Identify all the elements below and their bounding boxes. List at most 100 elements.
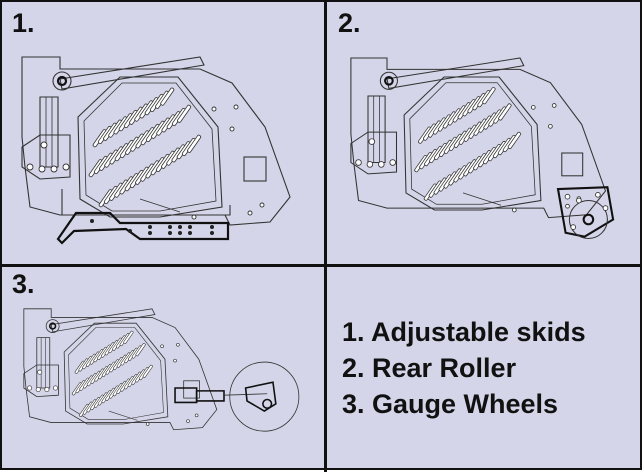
hitch-plate [350,131,398,175]
vent-slot [123,330,134,344]
top-link-arm [386,57,525,89]
skid-bolt [188,231,192,235]
legend-item-roller: 2. Rear Roller [342,353,517,383]
inner-panel [63,322,169,425]
hitch-plate [23,364,59,398]
hitch-plate [21,134,71,180]
inner-panel-inset [83,82,217,212]
roller-axle [582,213,595,226]
top-link-arm [50,308,156,333]
skid-bolt [210,225,214,229]
hitch-hole [62,163,70,171]
vent-slot [160,87,175,106]
headstock-post [36,337,51,389]
skid-bolt [178,225,182,229]
housing-outline [23,308,218,431]
skid-bolt [90,219,94,223]
panel-2-label: 2. [338,8,361,38]
housing-outline [21,56,291,226]
bolt-hole [176,343,180,347]
bolt-hole [233,104,239,110]
headstock-post [367,95,386,164]
horizontal-divider [2,264,642,267]
bolt-hole [530,105,536,110]
top-link-arm [59,56,205,90]
headstock-detail [40,337,46,388]
slot-line [108,410,138,421]
roller-bracket [556,186,615,238]
hitch-hole [44,386,50,392]
vertical-divider [324,2,327,472]
skid-bolt [148,225,152,229]
slot-line [139,198,181,213]
mower-body [23,308,300,432]
mower-body [21,56,291,245]
bolt-hole [247,210,253,216]
bolt-hole [194,413,199,418]
inner-panel-inset [409,82,536,205]
hitch-hole [50,165,58,173]
headstock-detail [373,96,380,163]
skid-bolt [148,231,152,235]
vent-slot [142,364,153,378]
hitch-hole [26,163,34,171]
bolt-hole [229,126,235,132]
access-window [243,156,267,182]
hitch-hole [35,386,41,392]
pivot-inner [384,75,394,86]
pivot-inner [56,75,68,87]
vent-slot [187,134,202,153]
bracket-hole [595,191,601,198]
vent-slot [482,87,496,105]
bolt-hole [145,422,150,426]
housing-outline [350,57,607,219]
vent-slot [177,104,192,123]
bolt-hole [565,203,570,209]
wheel-arm-socket [195,390,225,402]
hitch-hole [27,385,33,391]
bolt-hole [511,207,517,213]
skid-bolt [210,231,214,235]
bolt-hole [548,124,553,129]
wheel-mount [174,387,198,404]
adjustable-skid [56,211,230,245]
bracket-hole [564,193,571,200]
vent-slot [135,343,146,357]
access-window [561,152,584,177]
hitch-hole [355,159,362,166]
legend-item-skids: 1. Adjustable skids [342,317,586,347]
bolt-hole [191,214,197,220]
bolt-hole [173,358,177,363]
gauge-wheel [229,361,300,432]
inner-panel-inset [68,327,164,420]
legend-item-gauge-wheels: 3. Gauge Wheels [342,389,559,419]
legend-list: 1. Adjustable skids 2. Rear Roller 3. Ga… [342,314,586,422]
hitch-hole [368,138,376,145]
bolt-hole [259,202,265,208]
mower-body [350,57,615,240]
skid-bolt [188,225,192,229]
hitch-hole [40,141,48,149]
skid-bolt [128,229,132,233]
rear-roller [568,199,608,240]
hitch-hole [378,161,385,168]
bracket-hole [570,224,577,230]
headstock-post [39,96,59,168]
vent-slot [498,103,512,121]
wheel-hub [262,398,273,409]
pivot-inner [48,322,57,330]
hitch-hole [389,159,396,166]
bracket-hole [602,205,609,211]
pivot-outer [379,71,398,90]
inner-panel [77,76,223,218]
hitch-hole [53,385,59,391]
bolt-hole [186,419,190,423]
hitch-hole [38,165,46,173]
panel-3-label: 3. [12,269,35,299]
skid-bolt [178,231,182,235]
skid-bolt [168,225,172,229]
bolt-hole [211,106,217,112]
access-window [183,380,200,399]
pivot-outer [45,319,60,333]
